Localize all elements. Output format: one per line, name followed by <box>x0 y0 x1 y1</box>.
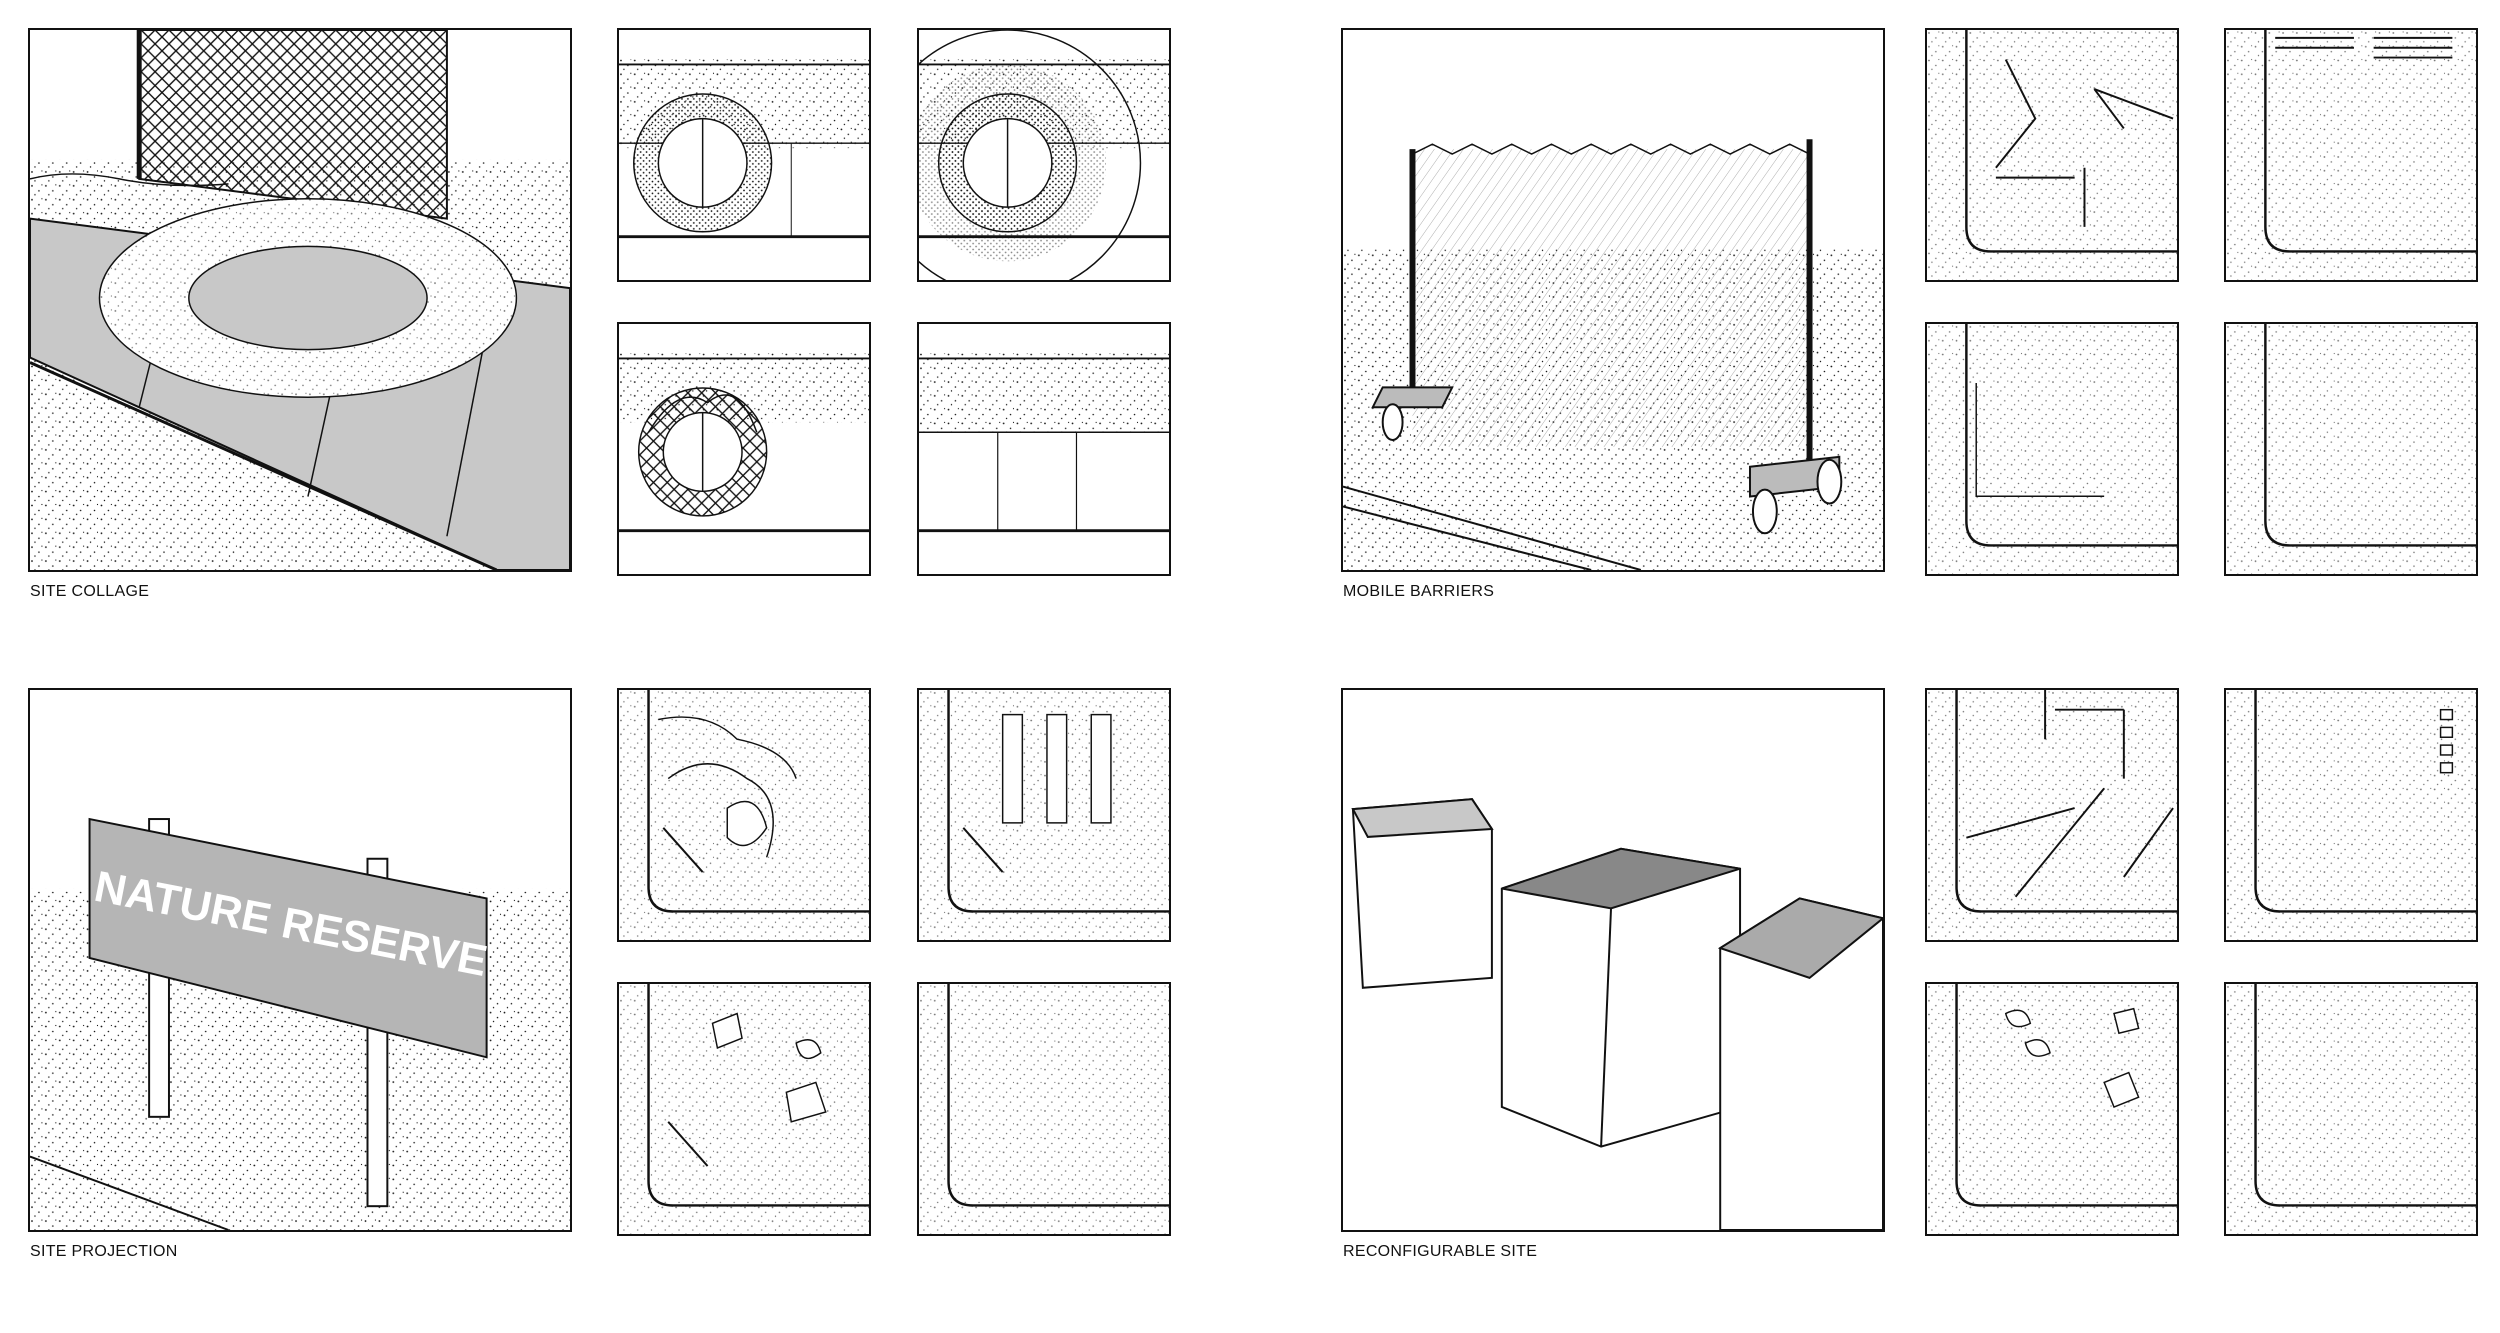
site-projection-drawing: NATURE RESERVE <box>28 688 572 1232</box>
reconfigurable-step-1 <box>1925 688 2179 942</box>
grass-ring-inner <box>188 245 428 351</box>
collage-step-3 <box>617 322 871 576</box>
barrier-mesh <box>1412 149 1810 447</box>
caption-site-collage: SITE COLLAGE <box>30 583 150 600</box>
wheel <box>1751 488 1778 535</box>
projection-step-4 <box>917 982 1171 1236</box>
projection-step-3 <box>617 982 871 1236</box>
barriers-step-3 <box>1925 322 2179 576</box>
barriers-step-2 <box>2224 28 2478 282</box>
projection-step-1 <box>617 688 871 942</box>
barriers-step-1 <box>1925 28 2179 282</box>
site-collage-drawing <box>28 28 572 572</box>
razor-wire <box>1412 143 1810 155</box>
caption-site-projection: SITE PROJECTION <box>30 1243 178 1260</box>
reconfigurable-step-2 <box>2224 688 2478 942</box>
projection-step-2 <box>917 688 1171 942</box>
reconfigurable-step-3 <box>1925 982 2179 1236</box>
wheel <box>1816 458 1843 505</box>
collage-step-4 <box>917 322 1171 576</box>
wheel <box>1381 403 1404 441</box>
reconfigurable-site-drawing <box>1341 688 1885 1232</box>
reconfigurable-step-4 <box>2224 982 2478 1236</box>
caption-reconfigurable-site: RECONFIGURABLE SITE <box>1343 1243 1538 1260</box>
caption-mobile-barriers: MOBILE BARRIERS <box>1343 583 1495 600</box>
sign-board <box>88 817 488 1059</box>
collage-step-1 <box>617 28 871 282</box>
barriers-step-4 <box>2224 322 2478 576</box>
mobile-barriers-drawing <box>1341 28 1885 572</box>
collage-step-2 <box>917 28 1171 282</box>
